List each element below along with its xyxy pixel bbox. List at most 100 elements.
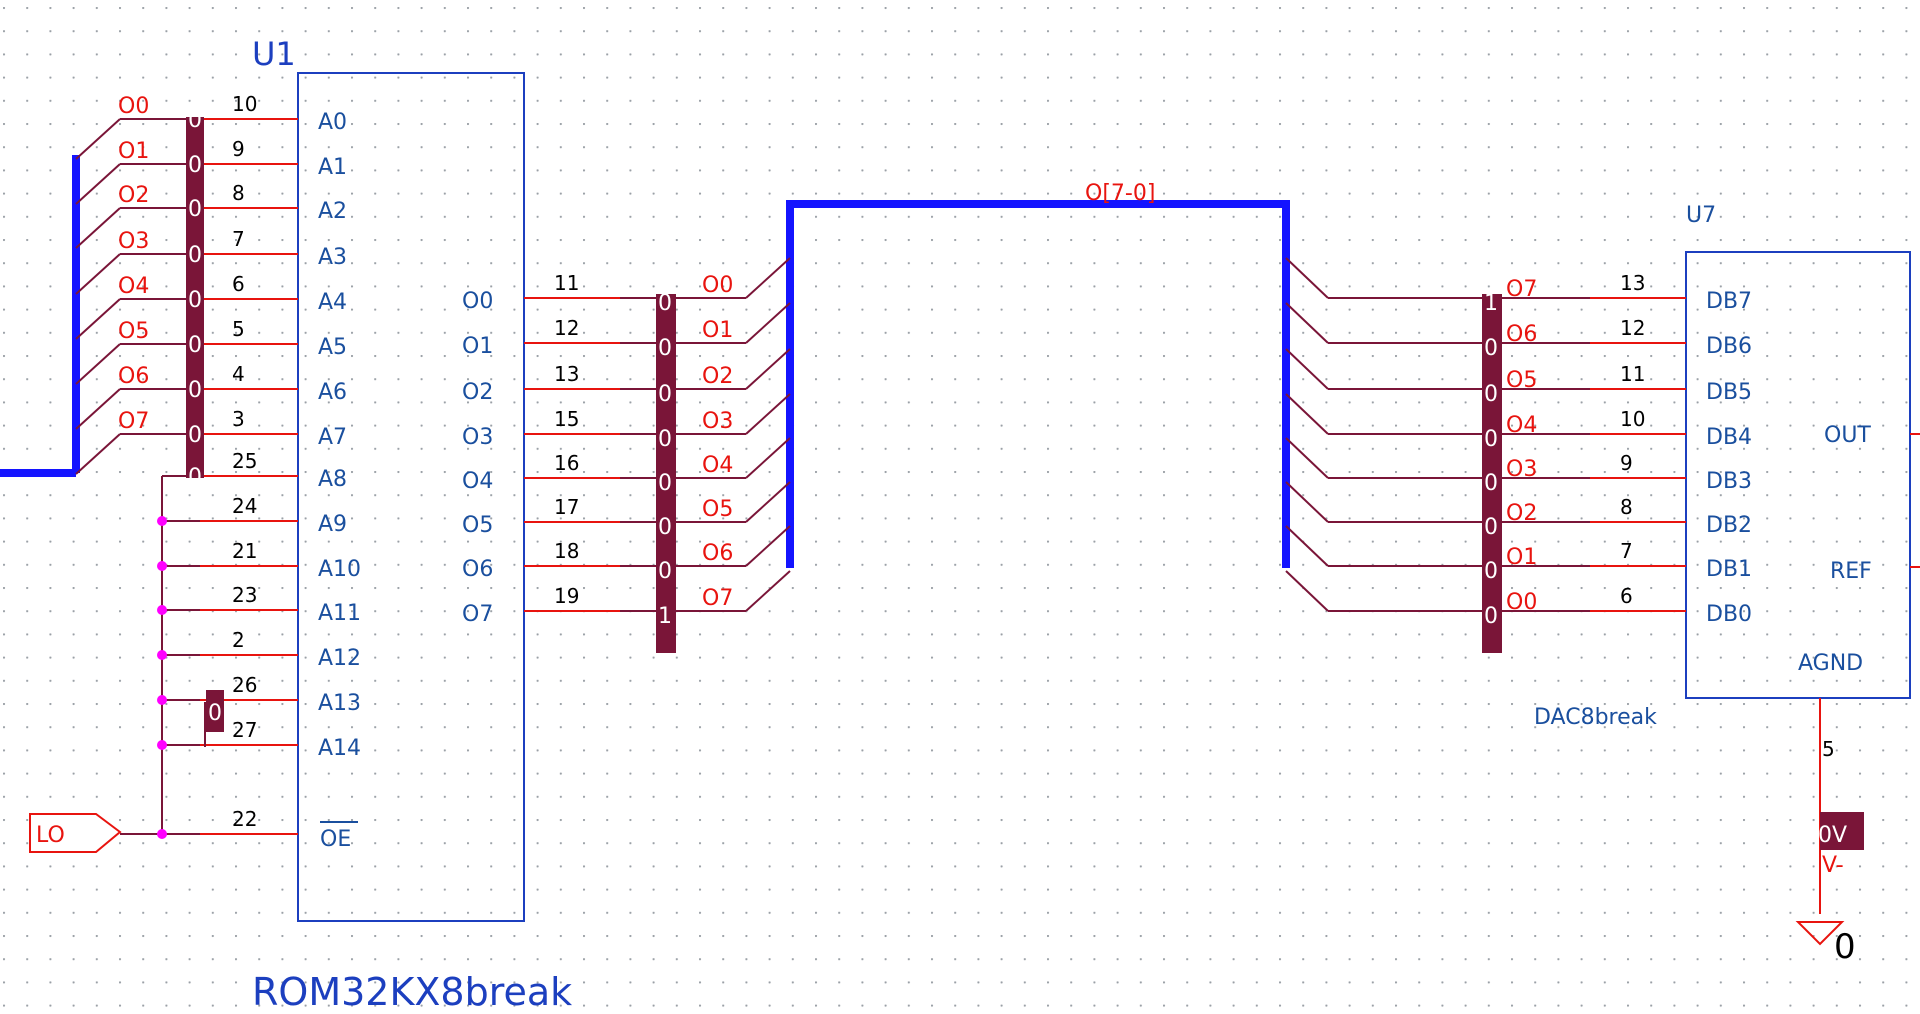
pin-name: A11 bbox=[318, 601, 361, 626]
state-value: 0 bbox=[188, 108, 202, 133]
ground-label: 0 bbox=[1834, 927, 1856, 967]
pin-number: 2 bbox=[232, 628, 245, 652]
pin-number: 5 bbox=[232, 317, 245, 341]
pin-number: 13 bbox=[1620, 271, 1645, 295]
junction bbox=[157, 605, 167, 615]
net-label: O0 bbox=[118, 94, 149, 119]
net-label: O1 bbox=[118, 139, 149, 164]
junction bbox=[157, 740, 167, 750]
pin-number: 11 bbox=[554, 271, 579, 295]
pin-number: 13 bbox=[554, 362, 579, 386]
pin-number: 12 bbox=[554, 316, 579, 340]
state-value: 0 bbox=[188, 378, 202, 403]
left-bus[interactable] bbox=[0, 155, 80, 477]
pin-number: 3 bbox=[232, 407, 245, 431]
offpage-connector-lo[interactable]: LO bbox=[29, 813, 122, 853]
pin-number: 24 bbox=[232, 494, 257, 518]
pin-number: 8 bbox=[232, 181, 245, 205]
state-value: 0 bbox=[188, 153, 202, 178]
u1-body[interactable] bbox=[297, 72, 525, 922]
state-value: 0 bbox=[1484, 336, 1498, 361]
net-label: O7 bbox=[118, 409, 149, 434]
state-value: 1 bbox=[658, 604, 672, 629]
pin-number: 4 bbox=[232, 362, 245, 386]
state-value: 0 bbox=[208, 701, 222, 726]
u7-body[interactable] bbox=[1685, 251, 1911, 699]
pin-name: A13 bbox=[318, 691, 361, 716]
net-label: O3 bbox=[1506, 457, 1537, 482]
pin-number: 26 bbox=[232, 673, 257, 697]
main-bus[interactable] bbox=[786, 200, 1290, 568]
net-label: O2 bbox=[1506, 501, 1537, 526]
state-value: 0 bbox=[1484, 382, 1498, 407]
pin-name: DB6 bbox=[1706, 334, 1752, 359]
voltage-marker[interactable]: 0V V- bbox=[1818, 812, 1864, 878]
net-label: O3 bbox=[118, 229, 149, 254]
net-label: O4 bbox=[118, 274, 149, 299]
pin-number: 7 bbox=[1620, 539, 1633, 563]
pin-name: O3 bbox=[462, 425, 493, 450]
junction bbox=[157, 829, 167, 839]
pin-name: A1 bbox=[318, 155, 347, 180]
pin-name: A5 bbox=[318, 335, 347, 360]
pin-number: 6 bbox=[232, 272, 245, 296]
pin-name: O1 bbox=[462, 334, 493, 359]
pin-number: 10 bbox=[232, 92, 257, 116]
pin-name: DB7 bbox=[1706, 289, 1752, 314]
junction bbox=[157, 695, 167, 705]
net-label: O6 bbox=[702, 541, 733, 566]
pin-number: 8 bbox=[1620, 495, 1633, 519]
ground-symbol[interactable]: 0 bbox=[1795, 921, 1856, 967]
pin-name: O5 bbox=[462, 513, 493, 538]
pin-name: A2 bbox=[318, 199, 347, 224]
state-value: 0 bbox=[188, 197, 202, 222]
pin-name: DB0 bbox=[1706, 602, 1752, 627]
state-value: 0 bbox=[188, 423, 202, 448]
net-label: O1 bbox=[1506, 545, 1537, 570]
pin-name: A6 bbox=[318, 380, 347, 405]
pin-number: 21 bbox=[232, 539, 257, 563]
u7-ref-label: REF bbox=[1830, 559, 1872, 584]
state-value: 0 bbox=[1484, 471, 1498, 496]
pin-name: O2 bbox=[462, 380, 493, 405]
state-value: 0 bbox=[1484, 427, 1498, 452]
pin-name: O6 bbox=[462, 557, 493, 582]
pin-name: O4 bbox=[462, 469, 493, 494]
